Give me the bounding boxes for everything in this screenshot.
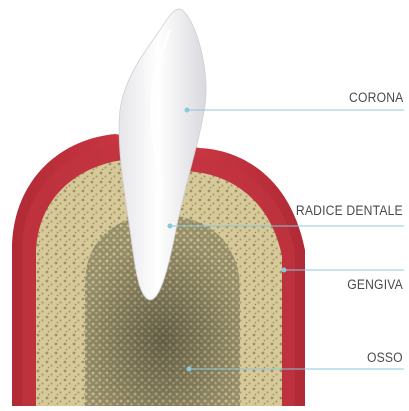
osso-label: OSSO: [367, 350, 403, 365]
radice-dentale-label: RADICE DENTALE: [296, 203, 403, 218]
radice-leader-dot: [168, 224, 172, 228]
corona-label: CORONA: [349, 90, 403, 105]
gengiva-label: GENGIVA: [347, 277, 403, 292]
gengiva-leader-dot: [282, 268, 286, 272]
osso-leader-dot: [187, 367, 191, 371]
corona-leader-dot: [185, 108, 189, 112]
